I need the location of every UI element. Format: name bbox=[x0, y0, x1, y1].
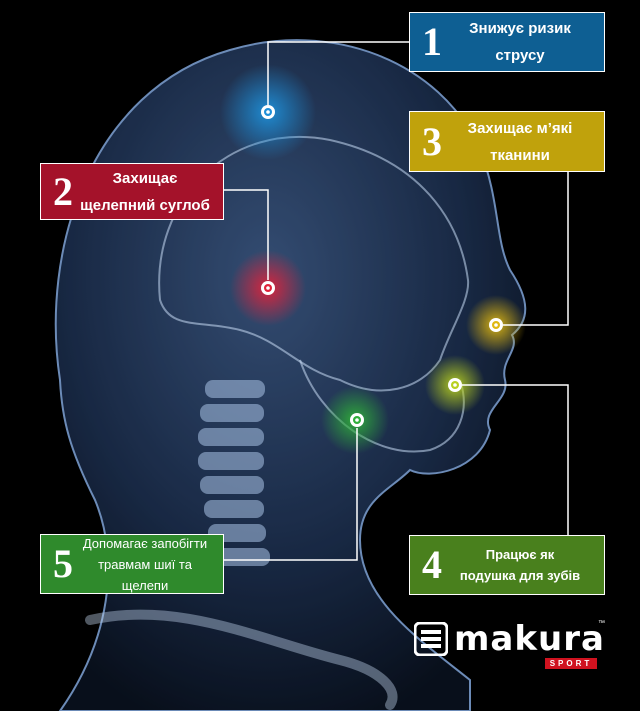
connector-5 bbox=[224, 428, 358, 561]
connector-2 bbox=[224, 189, 269, 280]
callout-number: 4 bbox=[422, 542, 442, 587]
callout-soft-tissue: 3 Захищає м’які тканини bbox=[409, 111, 605, 172]
logo-wordmark: makura bbox=[454, 619, 605, 659]
spine bbox=[198, 380, 270, 566]
callout-number: 3 bbox=[422, 118, 442, 164]
callout-text: Захищає щелепний суглоб bbox=[80, 169, 210, 214]
logo-mark-icon bbox=[414, 622, 448, 656]
logo-trademark: ™ bbox=[598, 620, 605, 627]
callout-teeth-cushion: 4 Працює як подушка для зубів bbox=[409, 535, 605, 595]
logo-subtitle: SPORT bbox=[545, 658, 597, 669]
callout-text: Знижує ризик струсу bbox=[469, 20, 571, 64]
marker-lip[interactable] bbox=[489, 318, 503, 332]
callout-text: Працює як подушка для зубів bbox=[459, 547, 581, 583]
connector-3 bbox=[503, 172, 569, 326]
callout-number: 2 bbox=[53, 168, 73, 214]
callout-text: Допомагає запобігти травмам шиї та щелеп… bbox=[82, 535, 208, 593]
callout-jaw-joint: 2 Захищає щелепний суглоб bbox=[40, 163, 224, 220]
callout-number: 5 bbox=[53, 541, 73, 586]
connector-1 bbox=[267, 41, 409, 105]
makura-logo: makura SPORT ™ bbox=[414, 619, 610, 670]
callout-concussion: 1 Знижує ризик струсу bbox=[409, 12, 605, 72]
connector-4 bbox=[462, 384, 569, 535]
marker-brain[interactable] bbox=[261, 105, 275, 119]
collarbone bbox=[85, 609, 398, 710]
marker-neck[interactable] bbox=[350, 413, 364, 427]
marker-jaw-joint[interactable] bbox=[261, 281, 275, 295]
marker-teeth[interactable] bbox=[448, 378, 462, 392]
callout-number: 1 bbox=[422, 19, 442, 64]
callout-text: Захищає м’які тканини bbox=[467, 119, 573, 164]
callout-neck-injury: 5 Допомагає запобігти травмам шиї та щел… bbox=[40, 534, 224, 594]
